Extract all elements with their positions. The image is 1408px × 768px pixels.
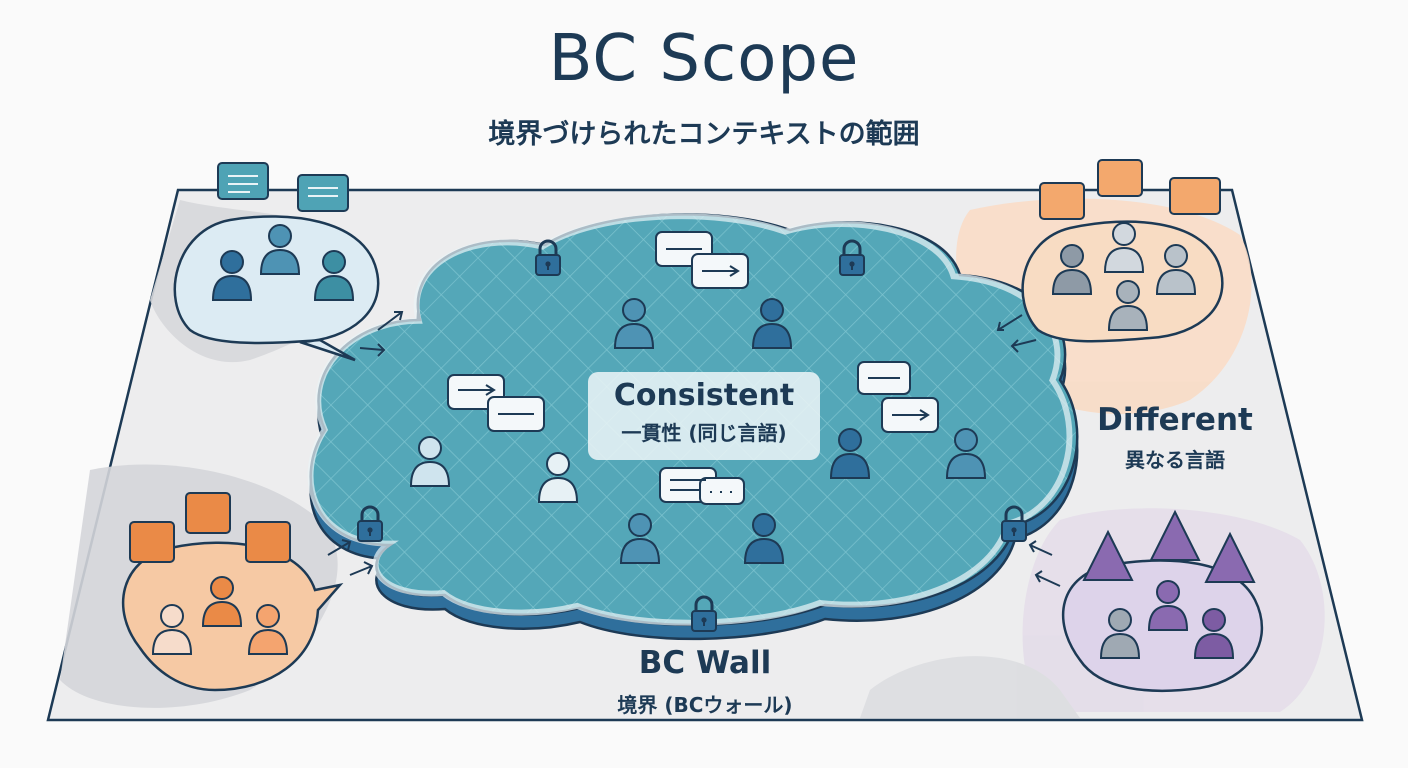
- speech-bubble-icon: [1097, 159, 1143, 197]
- speech-bubble-icon: [245, 521, 291, 563]
- arrow-icon: [359, 343, 386, 357]
- arrow-icon: [349, 561, 374, 576]
- triangle-icon: [1082, 529, 1134, 581]
- arrow-icon: [377, 311, 404, 331]
- speech-bubble-icon: [1039, 182, 1085, 220]
- group-top-left: [173, 162, 380, 362]
- triangle-icon: [1204, 531, 1256, 583]
- speech-bubble-icon: [129, 521, 175, 563]
- page-subtitle: 境界づけられたコンテキストの範囲: [488, 119, 920, 150]
- bc-wall-label: BC Wall: [638, 645, 772, 681]
- speech-bubble-icon: [217, 162, 269, 200]
- speech-bubble-icon: [1169, 177, 1221, 215]
- different-sublabel: 異なる言語: [1125, 448, 1225, 472]
- consistent-label: Consistent: [613, 378, 795, 413]
- arrow-icon: [1010, 339, 1037, 353]
- arrow-icon: [1028, 540, 1053, 556]
- speech-bubble-icon: [297, 174, 349, 212]
- bc-wall-sublabel: 境界 (BCウォール): [617, 693, 793, 717]
- arrow-icon: [1034, 570, 1061, 587]
- different-label-box: Different 異なる言語: [1080, 402, 1270, 473]
- inner-speech-bubbles: [447, 231, 939, 505]
- arrow-icon: [327, 539, 352, 556]
- consistent-label-box: Consistent 一貫性 (同じ言語): [588, 372, 820, 460]
- different-label: Different: [1097, 402, 1253, 438]
- arrow-icon: [996, 314, 1023, 331]
- bc-wall-label-box: BC Wall 境界 (BCウォール): [580, 645, 830, 718]
- group-top-right: [1021, 159, 1224, 343]
- consistent-sublabel: 一貫性 (同じ言語): [621, 421, 787, 445]
- group-bottom-right: [1061, 509, 1264, 693]
- speech-bubble-icon: [185, 492, 231, 534]
- page-title: BC Scope: [548, 22, 860, 96]
- arrows: [327, 311, 1061, 587]
- group-bottom-left: [121, 492, 344, 692]
- triangle-icon: [1149, 509, 1201, 561]
